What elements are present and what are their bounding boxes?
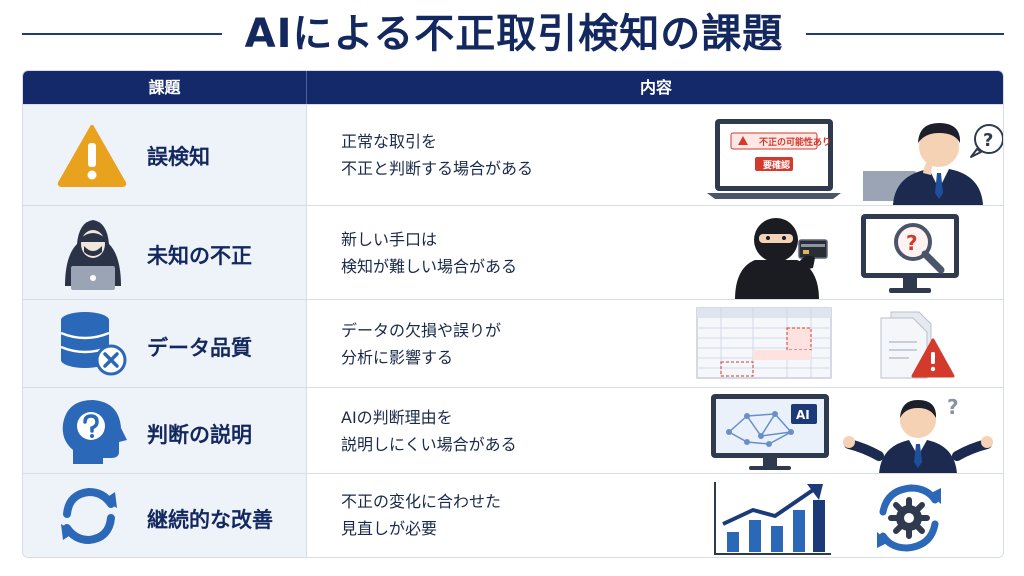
question-bubble-text: ? — [983, 130, 993, 151]
issue-cell: データ品質 — [23, 300, 307, 387]
issue-label: 継続的な改善 — [147, 508, 273, 532]
document-warning-illustration — [880, 311, 955, 379]
worried-businessman-illustration: ? — [863, 123, 1003, 205]
database-error-icon — [60, 312, 127, 376]
issue-label: 誤検知 — [147, 145, 210, 169]
title-rule-right — [806, 33, 1004, 35]
refresh-icon — [61, 487, 117, 545]
table-row-explainability: 判断の説明 AIの判断理由を 説明しにくい場合がある AI — [23, 387, 1003, 474]
content-cell: 新しい手口は 検知が難しい場合がある ? — [307, 206, 1003, 300]
shrugging-businessman-illustration: ? — [843, 395, 993, 474]
description-line-2: 見直しが必要 — [341, 519, 438, 538]
issue-cell: 判断の説明 — [23, 388, 307, 473]
description-line-2: 説明しにくい場合がある — [341, 435, 517, 454]
description-line-1: データの欠損や誤りが — [341, 321, 502, 340]
table-row-unknown-fraud: 未知の不正 新しい手口は 検知が難しい場合がある — [23, 205, 1003, 300]
alert-text: 不正の可能性あり — [759, 136, 831, 148]
title-bar: AIによる不正取引検知の課題 — [0, 0, 1024, 66]
table-row-data-quality: データ品質 データの欠損や誤りが 分析に影響する — [23, 299, 1003, 387]
issue-label: データ品質 — [147, 336, 252, 360]
description-line-1: 新しい手口は — [341, 230, 438, 249]
description-line-2: 分析に影響する — [341, 348, 454, 367]
alert-text-layer: 不正の可能性あり 要確認 — [759, 136, 831, 171]
question-mark-text: ? — [947, 395, 959, 419]
head-question-icon — [62, 400, 127, 464]
content-cell: 正常な取引を 不正と判断する場合がある 不正の可能性あり 要確認 — [307, 105, 1003, 205]
table-row-continuous-improvement: 継続的な改善 不正の変化に合わせた 見直しが必要 — [23, 473, 1003, 557]
table-row-false-positive: 誤検知 正常な取引を 不正と判断する場合がある 不正の可能性あり 要確認 — [23, 104, 1003, 205]
gear-cycle-icon — [877, 484, 941, 552]
ai-badge-text: AI — [796, 408, 810, 422]
issues-table: 課題 内容 誤検知 正常な取引を 不正と判断する場合がある — [22, 70, 1004, 558]
confirm-button-text: 要確認 — [763, 159, 790, 171]
content-cell: 不正の変化に合わせた 見直しが必要 — [307, 474, 1003, 557]
page-title: AIによる不正取引検知の課題 — [244, 11, 784, 57]
issue-cell: 誤検知 — [23, 105, 307, 205]
laptop-alert-illustration — [707, 119, 841, 199]
question-mark-text: ? — [906, 231, 918, 255]
description-line-2: 不正と判断する場合がある — [341, 159, 534, 178]
ai-network-monitor-illustration: AI — [711, 394, 829, 470]
description-line-1: 不正の変化に合わせた — [341, 492, 502, 511]
description-line-1: AIの判断理由を — [341, 408, 453, 427]
content-cell: データの欠損や誤りが 分析に影響する — [307, 300, 1003, 387]
title-rule-left — [22, 33, 222, 35]
description-line-2: 検知が難しい場合がある — [341, 257, 518, 276]
masked-thief-illustration — [735, 218, 828, 300]
content-cell: AIの判断理由を 説明しにくい場合がある AI — [307, 388, 1003, 474]
issue-cell: 未知の不正 — [23, 206, 307, 299]
issue-cell: 継続的な改善 — [23, 474, 307, 557]
hacker-icon — [65, 220, 121, 290]
table-header: 課題 内容 — [23, 71, 1003, 104]
description-line-1: 正常な取引を — [341, 132, 438, 151]
header-issue: 課題 — [23, 71, 307, 104]
growth-chart-illustration — [714, 482, 831, 555]
issue-label: 未知の不正 — [147, 244, 252, 268]
magnifier-monitor-illustration: ? — [861, 214, 959, 293]
spreadsheet-errors-illustration — [696, 307, 832, 379]
issue-label: 判断の説明 — [147, 423, 252, 447]
header-content: 内容 — [639, 78, 672, 97]
warning-icon — [57, 125, 127, 187]
